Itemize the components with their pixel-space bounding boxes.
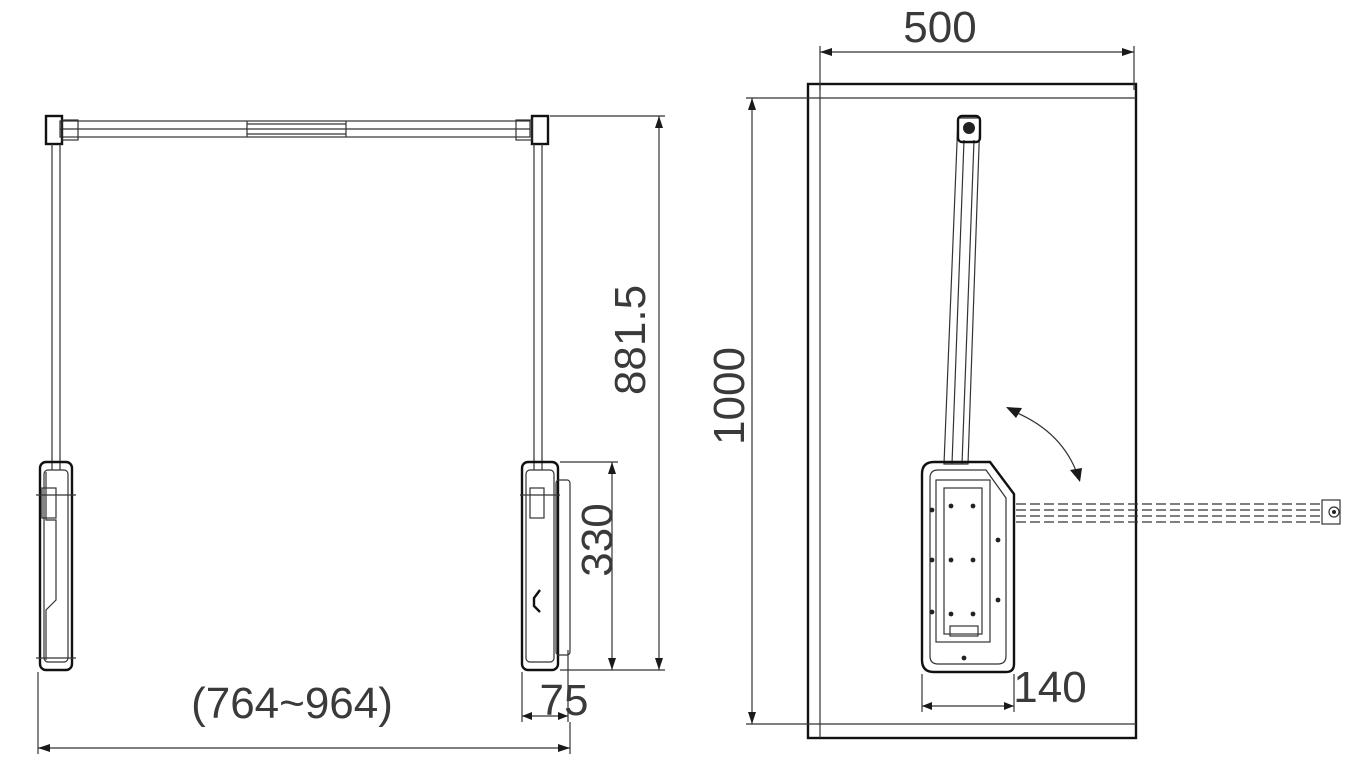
top-arm-extended bbox=[1016, 499, 1341, 525]
dim-front-width-label: (764~964) bbox=[191, 679, 393, 728]
dim-top-width: 500 bbox=[819, 3, 1135, 90]
dim-front-box-depth: 75 bbox=[521, 650, 589, 725]
front-left-bracket bbox=[44, 114, 79, 470]
top-arm bbox=[943, 114, 982, 465]
dim-top-depth-label: 1000 bbox=[705, 347, 754, 445]
top-view: 500 1000 140 bbox=[705, 3, 1341, 740]
dim-front-height-label: 881.5 bbox=[606, 285, 655, 395]
front-right-bracket bbox=[515, 114, 550, 470]
dim-front-box-depth-label: 75 bbox=[540, 676, 589, 725]
dim-top-width-label: 500 bbox=[903, 3, 976, 52]
dim-top-box-width: 140 bbox=[921, 663, 1087, 712]
front-right-box bbox=[520, 460, 571, 672]
dim-top-depth: 1000 bbox=[705, 97, 808, 725]
dim-front-width: (764~964) bbox=[37, 672, 571, 754]
swing-arrow-icon bbox=[1006, 407, 1082, 482]
top-cabinet bbox=[806, 82, 1138, 740]
front-top-rail bbox=[59, 120, 531, 138]
front-view: 881.5 330 75 (764~964) bbox=[36, 114, 665, 754]
front-left-box bbox=[36, 460, 76, 672]
dim-front-height: 881.5 bbox=[550, 115, 665, 671]
top-box bbox=[920, 460, 1016, 674]
dim-front-box-height: 330 bbox=[560, 461, 622, 670]
dim-top-box-width-label: 140 bbox=[1013, 663, 1086, 712]
dim-front-box-height-label: 330 bbox=[573, 503, 622, 576]
